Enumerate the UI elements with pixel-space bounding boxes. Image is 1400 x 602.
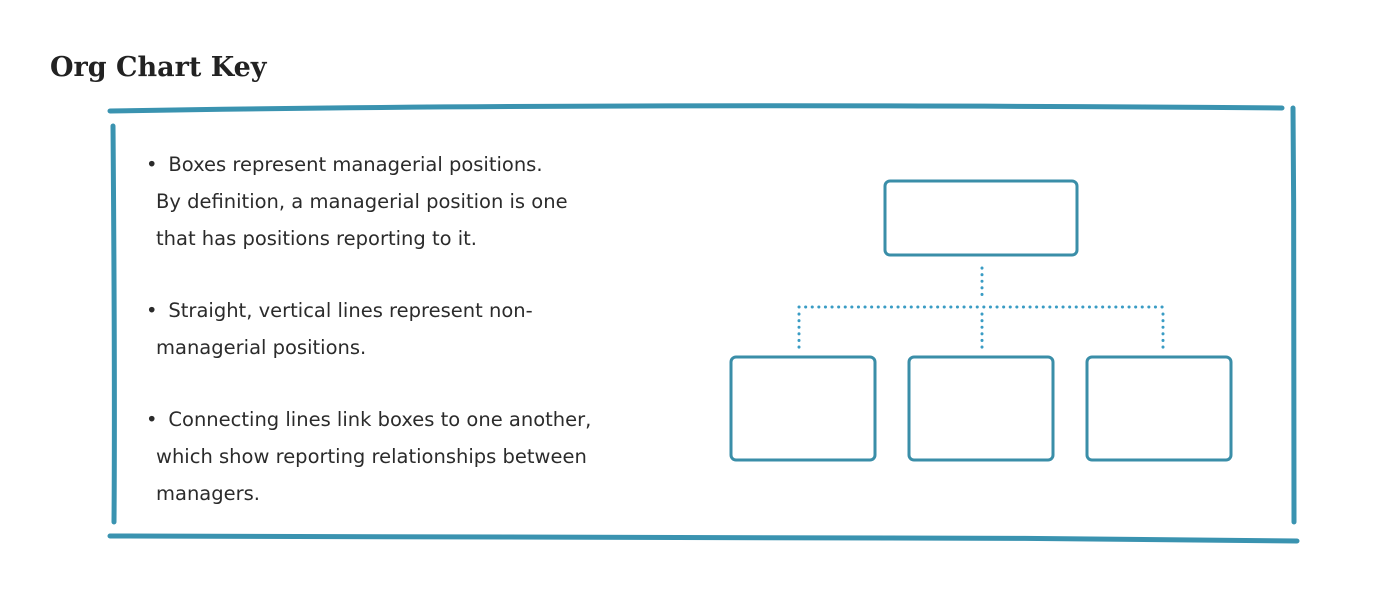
bullet-icon: • (146, 153, 158, 176)
key-item-connecting-lines: • Connecting lines link boxes to one ano… (146, 401, 666, 512)
key-item-lead-text: Boxes represent managerial positions. (168, 153, 543, 176)
frame-bottom-stroke (107, 533, 1300, 544)
key-item-continuation: that has positions reporting to it. (156, 227, 478, 250)
key-item-continuation: By definition, a managerial position is … (156, 190, 568, 213)
page-title: Org Chart Key (50, 52, 267, 83)
report-box (729, 355, 877, 462)
key-item-lead-text: Connecting lines link boxes to one anoth… (168, 408, 592, 431)
report-box (1085, 355, 1233, 462)
frame-left-stroke (110, 123, 117, 525)
report-box (907, 355, 1055, 462)
bullet-icon: • (146, 408, 158, 431)
frame-right-stroke (1290, 105, 1297, 525)
key-item-lead: • Boxes represent managerial positions. (146, 146, 666, 183)
frame-top-stroke (107, 103, 1285, 114)
key-item-continuation: managerial positions. (156, 336, 367, 359)
key-item-lead-text: Straight, vertical lines represent non- (168, 299, 533, 322)
bullet-icon: • (146, 299, 158, 322)
key-item-lead: • Connecting lines link boxes to one ano… (146, 401, 666, 438)
key-list: • Boxes represent managerial positions. … (146, 146, 666, 547)
key-item-boxes: • Boxes represent managerial positions. … (146, 146, 666, 257)
manager-box (883, 179, 1079, 257)
key-item-lead: • Straight, vertical lines represent non… (146, 292, 666, 329)
key-item-continuation: which show reporting relationships betwe… (156, 445, 587, 468)
key-item-continuation: managers. (156, 482, 261, 505)
key-item-vertical-lines: • Straight, vertical lines represent non… (146, 292, 666, 366)
